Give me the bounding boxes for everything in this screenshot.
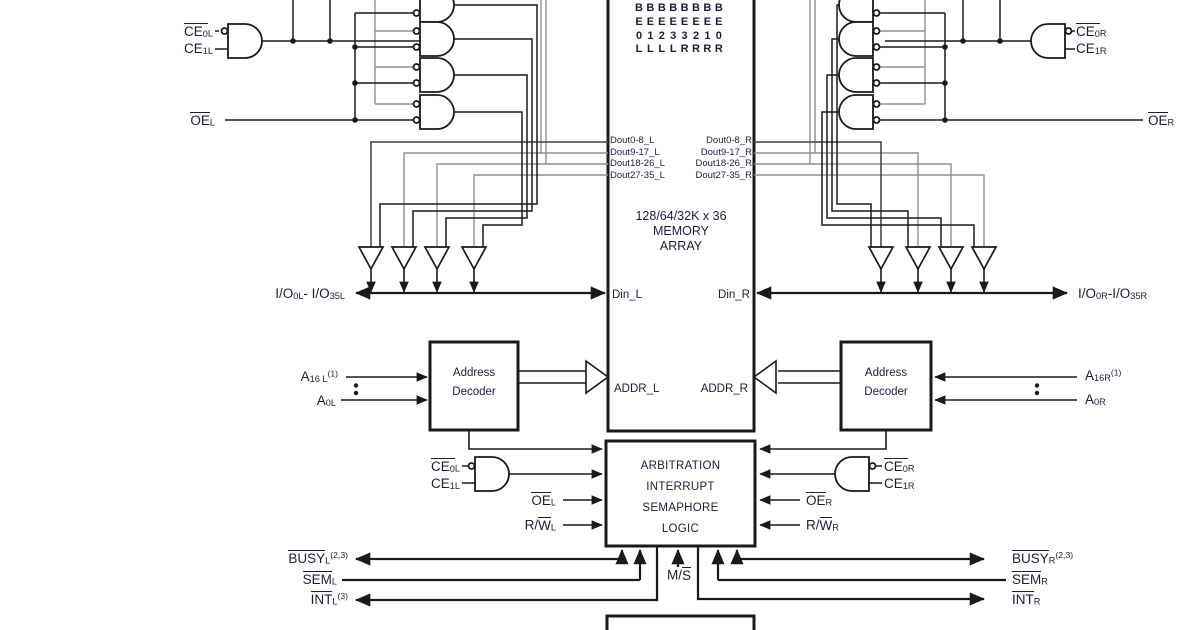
signal-label-intr: INTR: [1012, 591, 1041, 607]
din-left-label: Din_L: [612, 289, 643, 301]
signal-label-busyr: BUSYR(2,3): [1012, 550, 1074, 566]
addr-right-label: ADDR_R: [700, 383, 748, 395]
address-decoder-left-box: [428, 340, 520, 432]
black-wires: [215, 0, 1143, 484]
dout-label: Dout9-17_R: [700, 146, 752, 158]
signal-label-a16l: A16 L(1): [300, 368, 338, 385]
memory-array-box: [606, 0, 756, 433]
memory-array-title: 128/64/32K x 36: [635, 209, 727, 223]
signal-label-rwr: R/WR: [806, 517, 839, 533]
signal-label-io-right: I/O0R-I/O35R: [1078, 286, 1148, 302]
address-decoder-left-label: Address: [452, 367, 496, 379]
addr-open-arrows: [585, 359, 777, 395]
address-decoder-right-box: [839, 340, 933, 432]
signal-label-ce0r-top: CE0R: [1076, 23, 1107, 39]
gray-wires: [374, 0, 985, 247]
dout-label: Dout18-26_L: [610, 158, 665, 169]
arrow-wires: [341, 269, 1077, 530]
signal-label-io-left: I/O0L- I/O35L: [275, 286, 345, 302]
signal-label-ce0l-top: CE0L: [184, 23, 213, 39]
output-buffers-right: [867, 246, 998, 271]
bus-and-bottom-wires: [342, 286, 1069, 607]
ce-gate-left-arb: [467, 456, 510, 492]
left-enable-gates: [412, 0, 455, 130]
arbitration-label: INTERRUPT: [646, 481, 715, 493]
signal-label-a0r: A0R: [1085, 392, 1106, 408]
ce-gate-right-arb: [834, 456, 877, 492]
dout-label: Dout0-8_R: [706, 135, 752, 146]
arbitration-box: [604, 439, 757, 548]
signal-label-seml: SEML: [302, 571, 337, 587]
signal-label-ms: M/S: [666, 567, 691, 583]
signal-label-ce1r-top: CE1R: [1076, 41, 1107, 57]
signal-label-intl: INTL(3): [310, 591, 348, 607]
dout-label: Dout27-35_L: [610, 169, 665, 181]
dout-label: Dout0-8_L: [610, 135, 655, 146]
output-buffers-left: [357, 246, 488, 271]
signal-label-ce1l-arb: CE1L: [431, 476, 460, 492]
signal-label-a16r: A16R(1): [1085, 367, 1122, 384]
address-decoder-left-label: Decoder: [452, 386, 496, 398]
arbitration-label: ARBITRATION: [640, 460, 721, 472]
arbitration-label: LOGIC: [661, 523, 700, 535]
right-enable-gates: [838, 0, 881, 130]
signal-label-oer-arb: OER: [806, 492, 833, 508]
signal-label-oel-arb: OEL: [531, 492, 556, 508]
dout-label: Dout9-17_L: [610, 146, 660, 158]
dout-label: Dout18-26_R: [695, 158, 752, 169]
signal-label-oel-top: OEL: [190, 112, 215, 128]
signal-label-ce0l-arb: CE0L: [431, 458, 460, 474]
signal-label-semr: SEMR: [1012, 571, 1048, 587]
dark-data-wires: [370, 141, 882, 247]
memory-array-title: ARRAY: [659, 239, 703, 253]
din-right-label: Din_R: [718, 289, 750, 301]
signal-label-rwl: R/WL: [524, 517, 556, 533]
ce-gate-right-top: [1030, 23, 1073, 59]
address-decoder-right-label: Decoder: [864, 386, 908, 398]
bottom-box: [605, 614, 756, 630]
signal-label-ce1l-top: CE1L: [184, 41, 213, 57]
signal-label-ce0r-arb: CE0R: [884, 458, 915, 474]
address-decoder-right-label: Address: [864, 367, 908, 379]
junction-dots: [290, 38, 1040, 396]
signal-label-ce1r-arb: CE1R: [884, 476, 915, 492]
signal-label-oer-top: OER: [1148, 112, 1175, 128]
addr-left-label: ADDR_L: [614, 383, 660, 395]
ce-gate-left-top: [220, 23, 263, 59]
arbitration-label: SEMAPHORE: [642, 502, 719, 514]
dout-label: Dout27-35_R: [695, 169, 752, 181]
signal-label-a0l: A0L: [316, 393, 336, 409]
memory-array-title: MEMORY: [652, 224, 710, 238]
signal-label-busyl: BUSYL(2,3): [288, 550, 348, 566]
